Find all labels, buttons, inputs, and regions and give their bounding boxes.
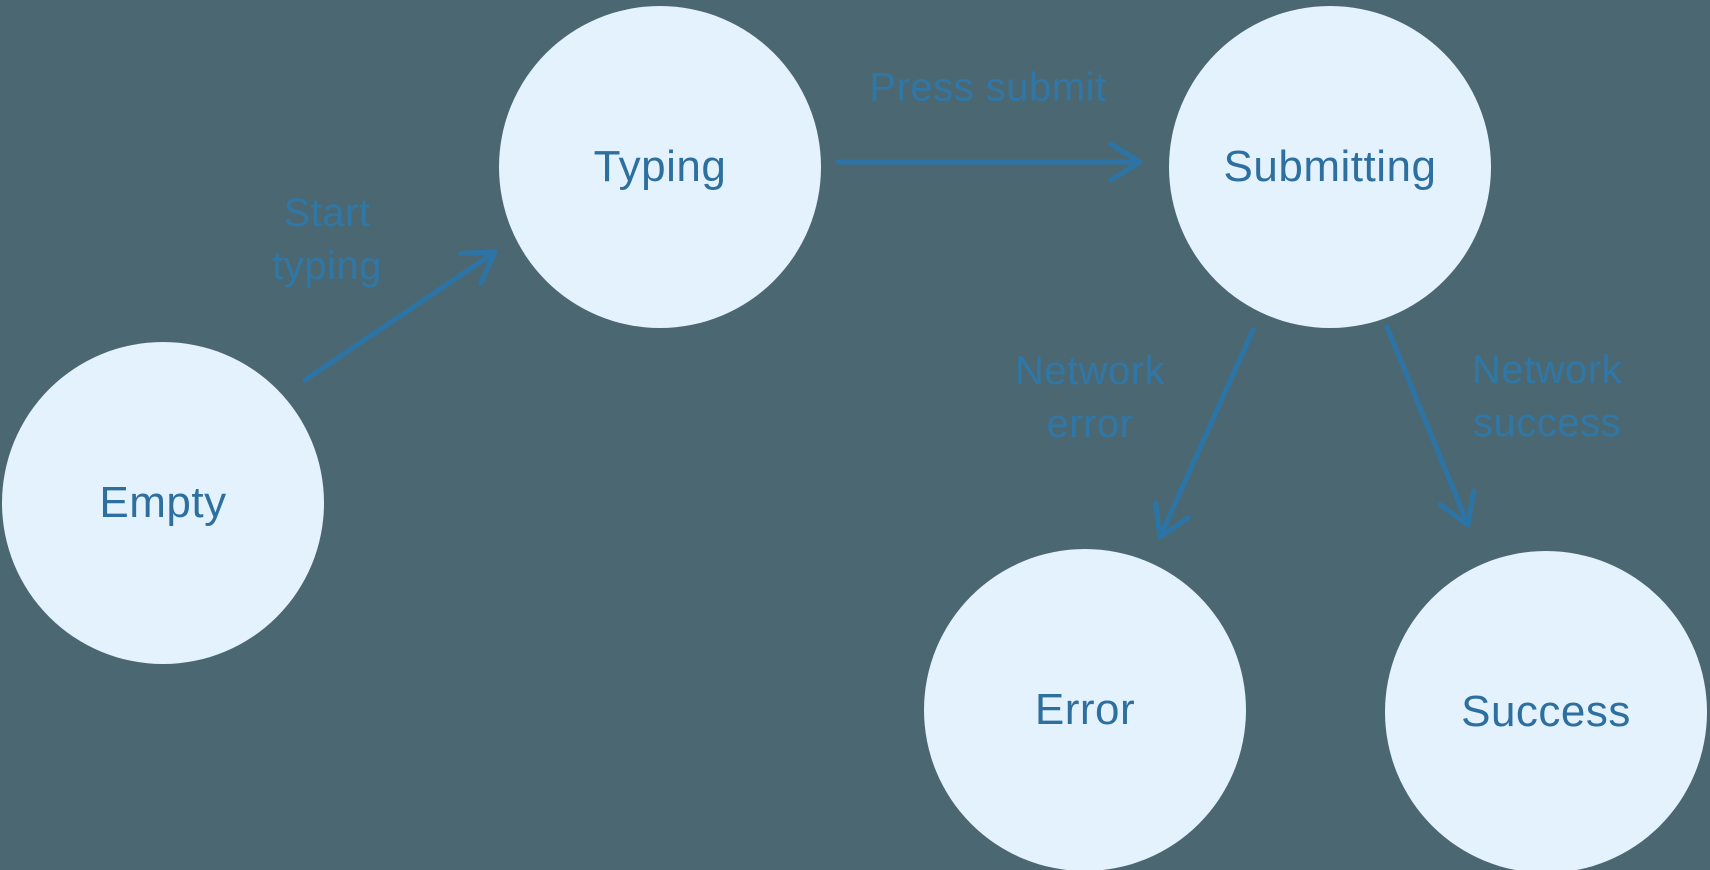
state-node-typing: Typing	[499, 6, 821, 328]
edge-label-network-success: Network success	[1472, 344, 1622, 450]
edge-label-line: error	[1046, 402, 1134, 446]
state-node-success: Success	[1385, 551, 1707, 870]
state-node-label: Success	[1461, 687, 1631, 736]
edge-label-line: Press submit	[869, 65, 1107, 110]
edge-label-line: Start	[283, 191, 371, 235]
state-node-empty: Empty	[2, 342, 324, 664]
edge-label-start-typing: Start typing	[272, 187, 382, 293]
state-node-label: Typing	[593, 142, 727, 191]
edge-label-network-error: Network error	[1015, 345, 1165, 451]
edge-label-line: Network	[1014, 349, 1166, 393]
edge-label-line: typing	[272, 244, 382, 288]
edge-label-line: Network	[1471, 348, 1623, 392]
edge-arrow-submitting-to-error	[1153, 327, 1256, 540]
state-node-label: Error	[1034, 685, 1136, 734]
state-node-label: Empty	[99, 478, 227, 527]
state-node-label: Submitting	[1223, 142, 1437, 191]
edge-label-press-submit: Press submit	[869, 62, 1106, 115]
edge-arrow-submitting-to-success	[1384, 324, 1477, 528]
state-node-error: Error	[924, 549, 1246, 870]
state-node-submitting: Submitting	[1169, 6, 1491, 328]
edge-arrow-empty-to-typing	[302, 249, 498, 383]
edge-label-line: success	[1472, 401, 1621, 445]
